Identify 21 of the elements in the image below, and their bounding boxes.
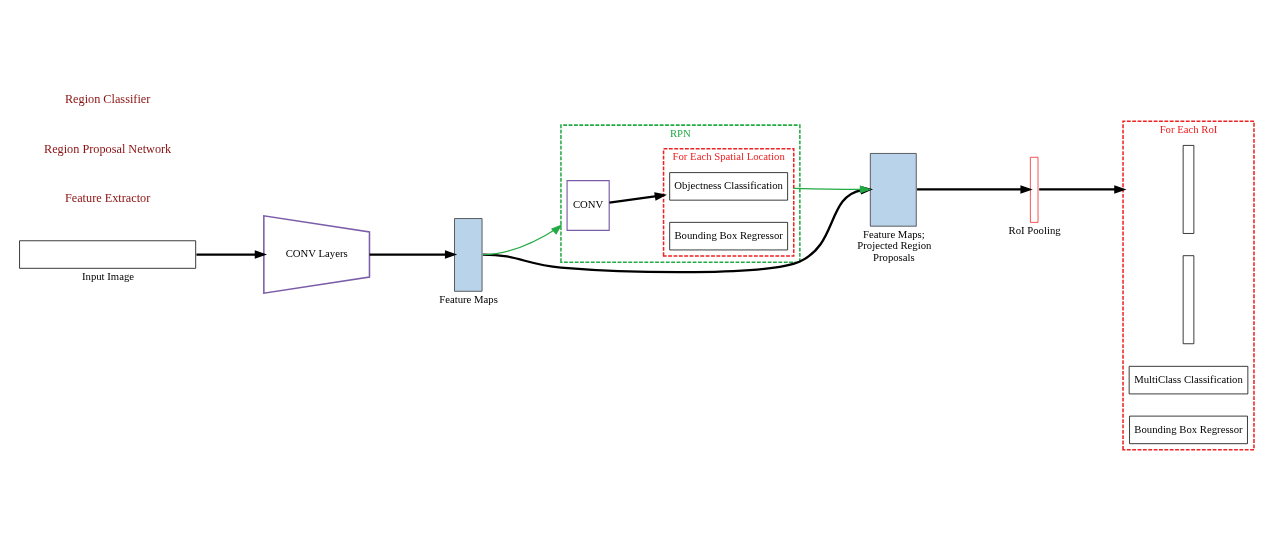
arrow [917, 184, 1033, 194]
node-label: Input Image [81, 269, 135, 282]
node-box: CONV Layers [263, 214, 371, 294]
node-box: MultiClass Classification [1128, 365, 1249, 394]
node-label: RoI Pooling [1008, 223, 1061, 236]
arrow [609, 191, 667, 204]
label: Region Proposal Network [43, 141, 172, 156]
node-box: CONV [566, 179, 610, 231]
node-label: Feature Maps [439, 292, 498, 305]
label: Region Classifier [64, 91, 151, 106]
node-box: Bounding Box Regressor [1129, 415, 1248, 444]
node-label: Feature Maps; Projected Region Proposals [857, 227, 932, 263]
arrow [196, 249, 268, 259]
arrow [1039, 184, 1127, 194]
node-box: Bounding Box Regressor [669, 221, 788, 250]
node-box: Objectness Classification [669, 171, 788, 201]
label: Feature Extractor [64, 190, 151, 205]
arrow [482, 223, 563, 255]
node-bar [1182, 254, 1195, 344]
arrow [369, 249, 458, 259]
node-bar [1182, 144, 1195, 234]
